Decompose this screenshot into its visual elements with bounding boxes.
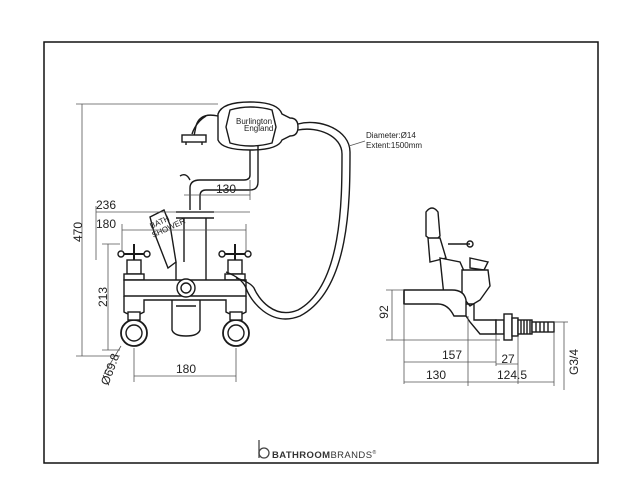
svg-text:Burlington: Burlington [236, 117, 272, 126]
hose-note: Diameter:Ø14 Extent:1500mm [348, 131, 422, 150]
drawing-frame [43, 41, 599, 464]
side-dimensions [386, 289, 568, 390]
dim-handle-span: 180 [96, 217, 116, 231]
right-handle [218, 244, 252, 281]
dim-flange-diameter: Ø69.8 [98, 351, 122, 387]
front-view: Burlington England BATH SHOWER [117, 101, 351, 347]
cradle-riser [176, 146, 259, 262]
dim-spout-height: 92 [377, 305, 391, 319]
brand-name-bold: BATHROOM [272, 450, 330, 461]
brand-footer: BATHROOMBRANDS® [258, 440, 377, 461]
dim-body-height: 213 [96, 287, 110, 307]
svg-text:England: England [244, 124, 273, 133]
bathroom-brands-logo-icon [258, 440, 270, 459]
front-dimensions [76, 103, 251, 382]
dim-hose-offset: 130 [216, 182, 236, 196]
shower-hose [225, 121, 351, 320]
left-handle [117, 244, 151, 281]
handset-shower: Burlington England [181, 101, 299, 151]
wall-flanges [120, 311, 250, 347]
mixer-body [123, 262, 247, 337]
brand-name-light: BRANDS [330, 450, 372, 461]
dim-projection-2: 124.5 [497, 368, 527, 382]
diverter-lever: BATH SHOWER [148, 209, 187, 270]
dim-height-total: 470 [71, 222, 85, 242]
side-view [403, 207, 555, 341]
dim-flange-depth: 27 [501, 352, 515, 366]
hose-extent-note: Extent:1500mm [366, 141, 422, 150]
dim-centres: 180 [176, 362, 196, 376]
dim-width-overall: 236 [96, 198, 116, 212]
dim-spout-reach: 157 [442, 348, 462, 362]
hose-diameter-note: Diameter:Ø14 [366, 131, 416, 140]
dim-thread-size: G3/4 [567, 349, 581, 375]
brand-trademark: ® [372, 449, 376, 456]
brand-name: BATHROOMBRANDS® [272, 449, 377, 461]
dim-projection-1: 130 [426, 368, 446, 382]
